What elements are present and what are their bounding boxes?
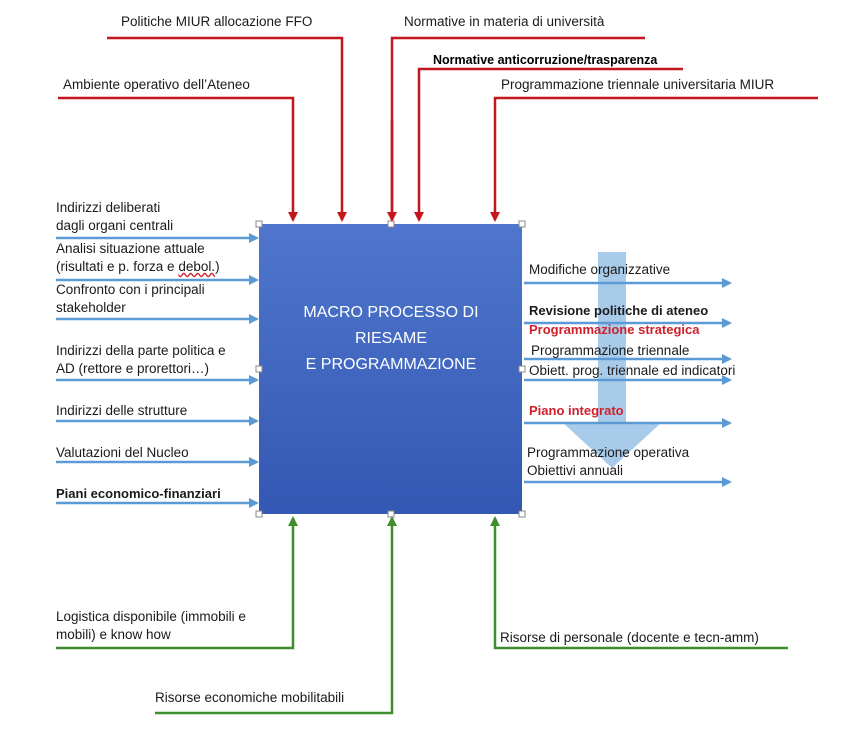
input-arrows <box>56 233 259 508</box>
output-label-operativa: Programmazione operativa Obiettivi annua… <box>527 445 690 478</box>
input-label-nucleo: Valutazioni del Nucleo <box>56 445 189 460</box>
output-label-modifiche: Modifiche organizzative <box>529 262 671 277</box>
output-label-piano-integrato: Piano integrato <box>529 403 624 418</box>
input-label-indirizzi-organi: Indirizzi deliberati dagli organi centra… <box>56 200 174 233</box>
input-label-piani: Piani economico-finanziari <box>56 486 221 501</box>
output-label-prog-triennale: Programmazione triennale <box>531 343 690 358</box>
mechanism-label-logistica: Logistica disponibile (immobili e mobili… <box>56 609 246 642</box>
output-label-obiettivi-triennale: Obiett. prog. triennale ed indicatori <box>529 363 736 378</box>
mechanism-arrow-risorse-personale <box>490 516 788 650</box>
control-label-triennale: Programmazione triennale universitaria M… <box>501 77 775 92</box>
input-label-politica: Indirizzi della parte politica e AD (ret… <box>56 343 226 376</box>
process-box <box>259 224 522 514</box>
control-arrow-anticorruzione <box>414 67 683 222</box>
selection-handle[interactable] <box>387 220 395 228</box>
selection-handle[interactable] <box>518 220 526 228</box>
mechanism-arrow-logistica <box>56 516 298 650</box>
process-title: MACRO PROCESSO DI RIESAME E PROGRAMMAZIO… <box>303 304 479 373</box>
input-label-analisi: Analisi situazione attuale (risultati e … <box>56 241 220 274</box>
control-label-ambiente: Ambiente operativo dell’Ateneo <box>63 77 250 92</box>
mechanism-label-risorse-personale: Risorse di personale (docente e tecn-amm… <box>500 630 759 645</box>
input-label-stakeholder: Confronto con i principali stakeholder <box>56 282 205 315</box>
selection-handle[interactable] <box>255 220 263 228</box>
control-arrow-triennale <box>490 96 818 222</box>
selection-handle[interactable] <box>518 510 526 518</box>
mechanism-label-risorse-economiche: Risorse economiche mobilitabili <box>155 690 345 705</box>
selection-handles <box>255 220 526 518</box>
control-label-ffo: Politiche MIUR allocazione FFO <box>121 14 313 29</box>
control-arrows <box>58 36 818 222</box>
control-arrow-ambiente <box>58 96 298 222</box>
output-arrows <box>524 278 732 487</box>
output-label-revisione: Revisione politiche di ateneo <box>529 303 709 318</box>
mechanism-arrows <box>56 516 788 715</box>
selection-handle[interactable] <box>518 365 526 373</box>
control-arrow-ffo <box>107 36 347 222</box>
control-label-anticorruzione: Normative anticorruzione/trasparenza <box>433 53 658 67</box>
mechanism-arrow-risorse-economiche <box>155 516 397 715</box>
selection-handle[interactable] <box>387 510 395 518</box>
output-label-strategica: Programmazione strategica <box>529 322 700 337</box>
selection-handle[interactable] <box>255 365 263 373</box>
input-label-strutture: Indirizzi delle strutture <box>56 403 188 418</box>
selection-handle[interactable] <box>255 510 263 518</box>
control-label-normative: Normative in materia di università <box>404 14 605 29</box>
